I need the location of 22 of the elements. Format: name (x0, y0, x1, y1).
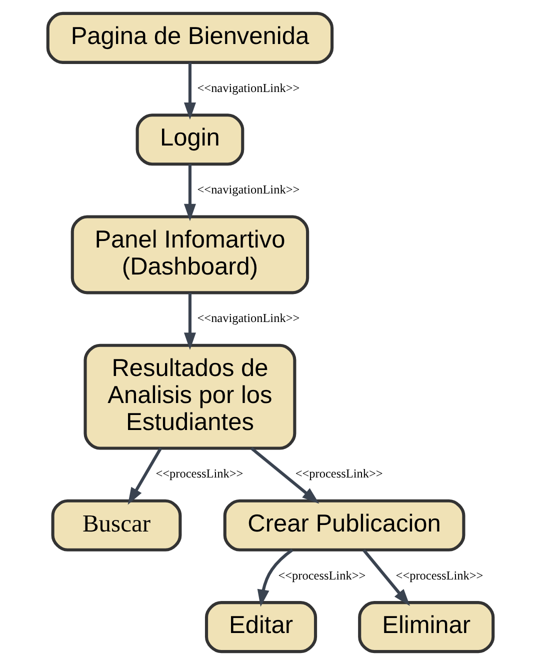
arrow (127, 447, 162, 505)
edge-label: <<navigationLink>> (196, 80, 300, 95)
arrow (183, 293, 196, 350)
edge-label: <<navigationLink>> (196, 182, 300, 196)
edge-label: <<navigationLink>> (196, 311, 300, 326)
arrow (183, 62, 196, 120)
arrow (256, 548, 293, 607)
node-box: Pagina de Bienvenida (46, 12, 334, 64)
arrow (362, 549, 410, 606)
node-box: Login (135, 114, 244, 166)
node-box: Panel Infomartivo (Dashboard) (70, 215, 309, 294)
edge-label: <<processLink>> (294, 466, 382, 481)
arrow (250, 447, 319, 504)
node-box: Eliminar (358, 601, 494, 654)
node-box: Crear Publicacion (222, 499, 465, 552)
arrow (183, 164, 196, 222)
edge-label: <<processLink>> (278, 568, 366, 582)
node-box: Editar (204, 601, 317, 654)
node-box: Buscar (50, 499, 182, 552)
node-box: Resultados de Analisis por los Estudiantes (83, 344, 296, 450)
edge-label: <<processLink>> (155, 466, 243, 481)
edge-label: <<processLink>> (395, 568, 483, 582)
